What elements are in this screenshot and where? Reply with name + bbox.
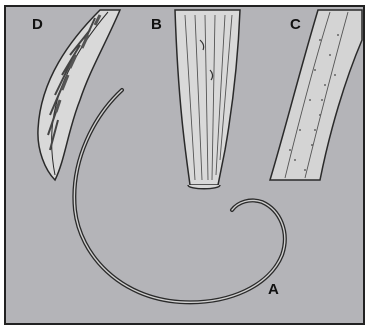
panel-d-tail-drawing bbox=[38, 10, 120, 180]
panel-b-segment-drawing bbox=[175, 10, 240, 189]
panel-label-c: C bbox=[290, 17, 301, 32]
panel-label-a: A bbox=[268, 282, 279, 297]
panel-a-whole-worm-drawing bbox=[74, 90, 284, 302]
panel-label-d: D bbox=[32, 17, 43, 32]
panel-label-b: B bbox=[151, 17, 162, 32]
panel-c-body-drawing bbox=[270, 10, 362, 180]
